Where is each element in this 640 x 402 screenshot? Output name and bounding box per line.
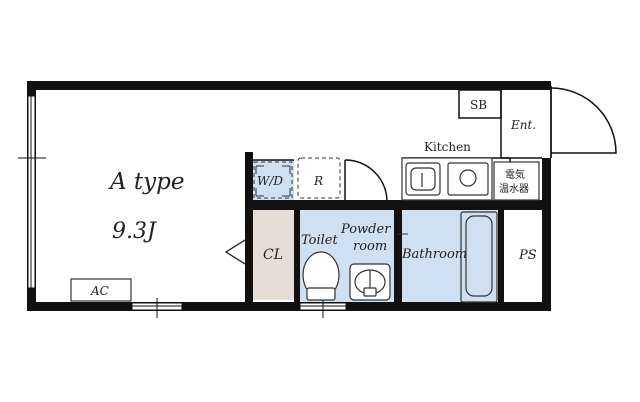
washer-dryer-area [252,160,294,202]
bathtub [460,211,498,303]
entrance-label: Ent. [510,118,536,132]
washer-dryer-label: W/D [257,174,283,188]
kitchen-counter [401,157,493,201]
bottom-window-main [131,298,183,318]
sb-label: SB [470,98,487,112]
pipe-space-label: PS [518,248,537,263]
closet-area [253,210,295,300]
water-heater-label-2: 温水器 [499,183,529,195]
room-type-label: A type [108,169,185,195]
water-heater-box [493,161,540,201]
hall-door [344,159,388,201]
interior-walls [245,152,542,303]
sink-basin-icon [410,167,436,191]
powder-room-label-2: room [353,239,387,254]
water-heater-label-1: 電気 [505,168,525,181]
kitchen-label: Kitchen [424,140,471,154]
toilet-fixture [302,251,340,301]
room-size-label: 9.3J [112,219,157,244]
powder-room-sink [349,263,391,301]
entrance-door [550,86,617,158]
powder-room-label-1: Powder [340,222,391,237]
left-window [18,95,46,289]
air-conditioner-box [70,278,132,302]
refrigerator-label: R [313,174,323,188]
washer-dryer-pan [253,161,293,199]
closet-door-marker [224,239,246,265]
refrigerator-space [297,157,341,199]
bathroom-area [400,210,498,303]
bathroom-label: Bathroom [401,247,467,262]
closet-label: CL [263,247,283,263]
air-conditioner-label: AC [90,284,109,298]
bottom-window-powder [299,298,347,318]
toilet-label: Toilet [301,233,338,248]
